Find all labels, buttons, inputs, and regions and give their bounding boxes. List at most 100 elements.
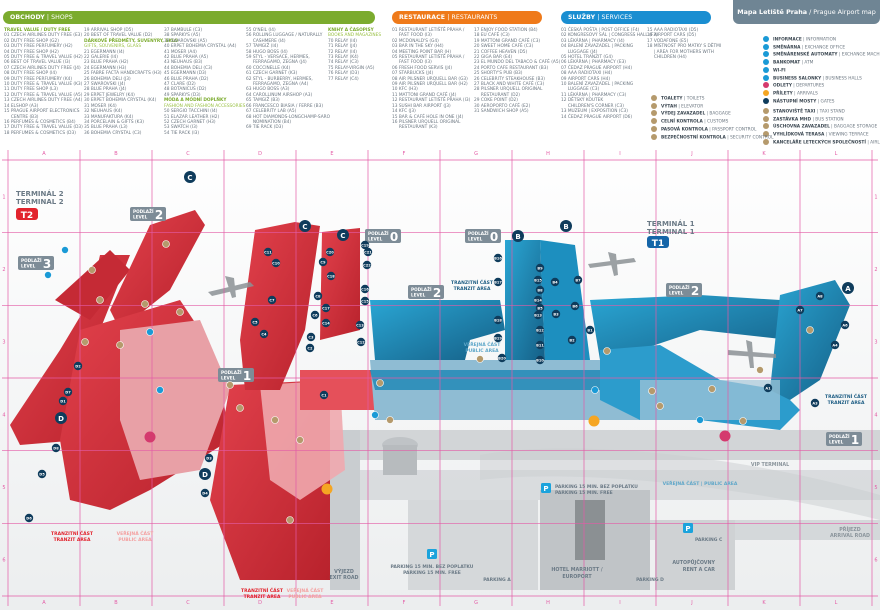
gate-marker[interactable] [567, 335, 577, 345]
gate-marker[interactable] [360, 284, 370, 294]
shop-list-item: 41 MOSER (A4) [164, 49, 197, 55]
gate-marker[interactable] [200, 488, 210, 498]
shop-list-item: 25 FABRE FACTA HANDICRAFTS (H3) [84, 71, 162, 77]
gate-marker[interactable] [271, 258, 281, 268]
gate-marker[interactable] [360, 296, 370, 306]
gate-marker[interactable] [535, 340, 545, 350]
restaurant-list-item: 07 STARBUCKS (J4) [392, 71, 434, 77]
gate-marker[interactable] [313, 291, 323, 301]
pier-marker[interactable] [842, 282, 854, 294]
service-list-item: 01 ČESKÁ POŠTA | POST OFFICE (F4) [561, 28, 640, 33]
gate-marker[interactable] [58, 396, 68, 406]
gate-marker[interactable] [533, 295, 543, 305]
gate-marker[interactable] [497, 353, 507, 363]
gate-marker[interactable] [326, 271, 336, 281]
gate-marker[interactable] [37, 469, 47, 479]
gate-label: D5 [39, 473, 45, 477]
terminal-1-en: TERMINAL 1 [647, 228, 695, 236]
gate-marker[interactable] [318, 257, 328, 267]
gate-label: D8 [53, 447, 59, 451]
service-list-item: CHILDREN (H4) [647, 55, 687, 61]
shops-subcategory: BOOKS AND MAGAZINES [328, 33, 382, 39]
gate-marker[interactable] [363, 247, 373, 257]
pier-marker[interactable] [337, 229, 349, 241]
business-hall-icon [763, 74, 769, 81]
level-badge-bg [130, 207, 166, 221]
info-icon [371, 411, 379, 419]
pier-marker[interactable] [184, 171, 196, 183]
legend-item: BUSINESS SALONKY | BUSINESS HALLS [763, 74, 862, 83]
gate-marker[interactable] [815, 291, 825, 301]
gate-marker[interactable] [493, 315, 503, 325]
gate-marker[interactable] [493, 333, 503, 343]
gate-marker[interactable] [493, 277, 503, 287]
gate-marker[interactable] [535, 325, 545, 335]
gate-marker[interactable] [305, 343, 315, 353]
grid-column-label: K [762, 600, 766, 606]
gate-marker[interactable] [533, 275, 543, 285]
gate-marker[interactable] [24, 513, 34, 523]
pier-marker[interactable] [299, 220, 311, 232]
gate-label: C12 [357, 341, 365, 345]
restaurant-list-item: 14 KFC (J3) [392, 109, 416, 115]
gate-marker[interactable] [267, 295, 277, 305]
hotel-label-2: EUROPORT [562, 574, 592, 580]
gate-marker[interactable] [573, 275, 583, 285]
gate-marker[interactable] [73, 361, 83, 371]
toilet-icon [476, 355, 484, 363]
gate-marker[interactable] [493, 253, 503, 263]
pier-marker[interactable] [512, 230, 524, 242]
gate-label: B13 [534, 314, 542, 318]
gate-marker[interactable] [321, 303, 331, 313]
service-list-item: 14 ČEDAZ PRAGUE AIRPORT (D6) [561, 114, 633, 120]
toilet-icon [176, 308, 184, 316]
gate-marker[interactable] [830, 340, 840, 350]
gate-marker[interactable] [360, 240, 370, 250]
gate-marker[interactable] [321, 318, 331, 328]
gate-marker[interactable] [763, 383, 773, 393]
level-badge-bg [218, 368, 254, 382]
gate-marker[interactable] [362, 260, 372, 270]
gate-marker[interactable] [533, 310, 543, 320]
gate-marker[interactable] [551, 309, 561, 319]
pier-marker[interactable] [55, 412, 67, 424]
shop-list-item: CASHMERE (I4) [246, 38, 286, 44]
gate-marker[interactable] [325, 247, 335, 257]
gate-marker[interactable] [810, 398, 820, 408]
gate-marker[interactable] [319, 390, 329, 400]
gate-marker[interactable] [550, 277, 560, 287]
gate-marker[interactable] [535, 303, 545, 313]
gate-marker[interactable] [795, 305, 805, 315]
pier-marker[interactable] [199, 468, 211, 480]
gate-marker[interactable] [259, 329, 269, 339]
gate-marker[interactable] [63, 387, 73, 397]
shop-list-item: 13 CZECH AIRLINES DUTY FREE (A4) [4, 98, 83, 104]
gate-marker[interactable] [306, 332, 316, 342]
gate-marker[interactable] [535, 285, 545, 295]
gate-marker[interactable] [51, 443, 61, 453]
level-badge-bg [408, 285, 444, 299]
gate-marker[interactable] [310, 310, 320, 320]
gate-marker[interactable] [204, 453, 214, 463]
pier-marker[interactable] [560, 220, 572, 232]
gate-marker[interactable] [585, 325, 595, 335]
terminal-1-badge-bg [647, 236, 669, 248]
gate-marker[interactable] [840, 320, 850, 330]
parking-free-cs: PARKING 15 MIN. BEZ POPLATKU [391, 564, 474, 570]
grid-row-label: 2 [2, 267, 5, 273]
gate-marker[interactable] [535, 263, 545, 273]
gate-marker[interactable] [250, 317, 260, 327]
terminal-1-cs: TERMINÁL 1 [647, 219, 695, 228]
gate-marker[interactable] [535, 355, 545, 365]
departures-icon [719, 430, 731, 442]
gate-marker[interactable] [356, 337, 366, 347]
grid-column-label: J [690, 600, 692, 606]
gate-marker[interactable] [570, 301, 580, 311]
gate-marker[interactable] [263, 247, 273, 257]
gate-marker[interactable] [355, 320, 365, 330]
legend-label-en: ARRIVALS [796, 91, 818, 97]
gate-label: C6 [312, 314, 318, 318]
